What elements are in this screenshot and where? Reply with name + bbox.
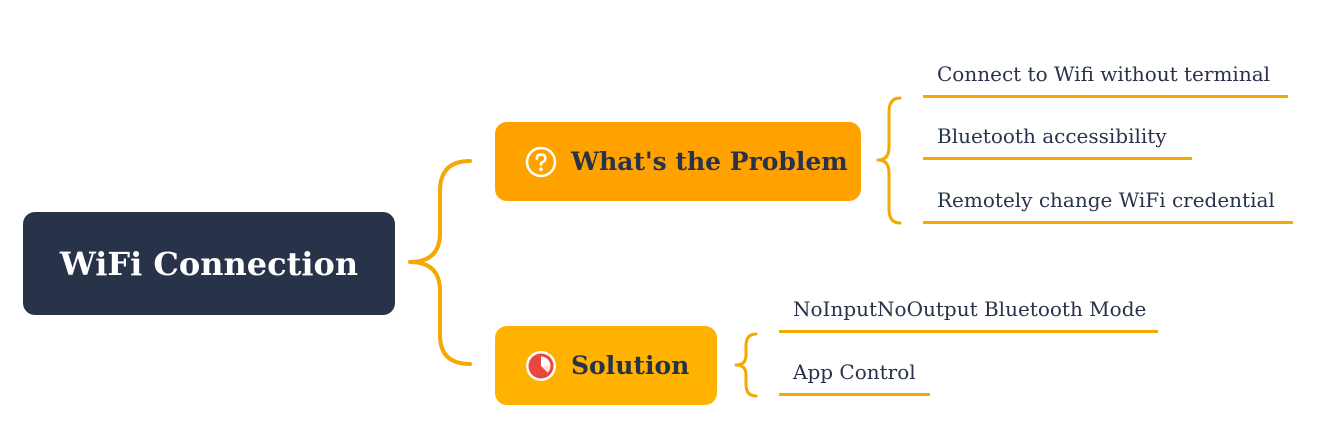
leaf-node-label: App Control: [793, 360, 916, 384]
branch-node-solution-label: Solution: [571, 351, 690, 380]
leaf-node-label: Remotely change WiFi credential: [937, 188, 1275, 212]
branch-node-problem-label: What's the Problem: [571, 147, 848, 176]
leaf-node[interactable]: NoInputNoOutput Bluetooth Mode: [779, 297, 1158, 333]
problem-brace: [876, 96, 902, 225]
root-node[interactable]: WiFi Connection: [23, 212, 395, 315]
leaf-node[interactable]: Connect to Wifi without terminal: [923, 62, 1288, 98]
question-circle-icon: [525, 146, 557, 177]
leaf-node[interactable]: Remotely change WiFi credential: [923, 188, 1293, 224]
solution-brace: [734, 332, 758, 398]
leaf-node-label: Connect to Wifi without terminal: [937, 62, 1271, 86]
root-node-label: WiFi Connection: [59, 244, 359, 283]
leaf-node[interactable]: App Control: [779, 360, 930, 396]
leaf-node[interactable]: Bluetooth accessibility: [923, 124, 1192, 160]
root-brace: [408, 159, 472, 366]
branch-node-problem[interactable]: What's the Problem: [495, 122, 861, 201]
branch-node-solution[interactable]: Solution: [495, 326, 717, 405]
pie-chart-icon: [526, 350, 556, 381]
leaf-node-label: Bluetooth accessibility: [937, 124, 1167, 148]
leaf-node-label: NoInputNoOutput Bluetooth Mode: [793, 297, 1147, 321]
